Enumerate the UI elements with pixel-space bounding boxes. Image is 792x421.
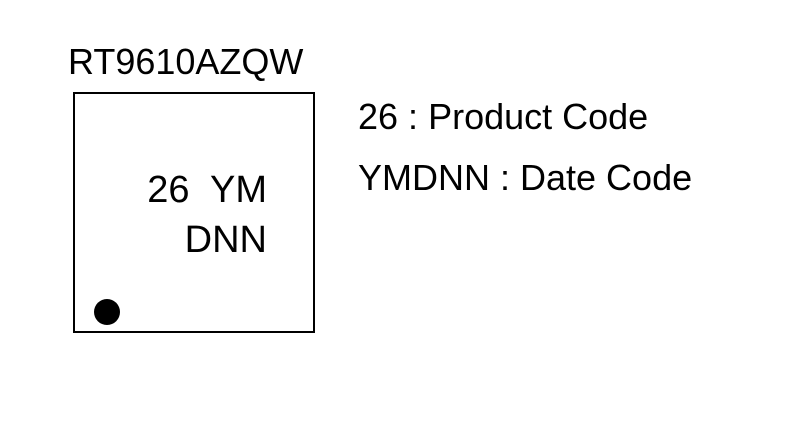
legend-date-code: YMDNN : Date Code <box>358 156 692 200</box>
chip-marking-line-1: 26 YM <box>147 169 267 211</box>
legend-description: Date Code <box>520 157 693 198</box>
legend-product-code: 26 : Product Code <box>358 95 648 139</box>
legend-separator: : <box>490 157 521 198</box>
chip-marking-line-2: DNN <box>184 219 267 261</box>
chip-package-outline: 26 YM DNN <box>73 92 315 333</box>
legend-description: Product Code <box>428 96 649 137</box>
pin-1-indicator-dot <box>94 299 120 325</box>
legend-code: 26 <box>358 96 399 137</box>
part-number-label: RT9610AZQW <box>68 41 304 82</box>
legend-separator: : <box>398 96 429 137</box>
legend-code: YMDNN <box>358 157 490 198</box>
